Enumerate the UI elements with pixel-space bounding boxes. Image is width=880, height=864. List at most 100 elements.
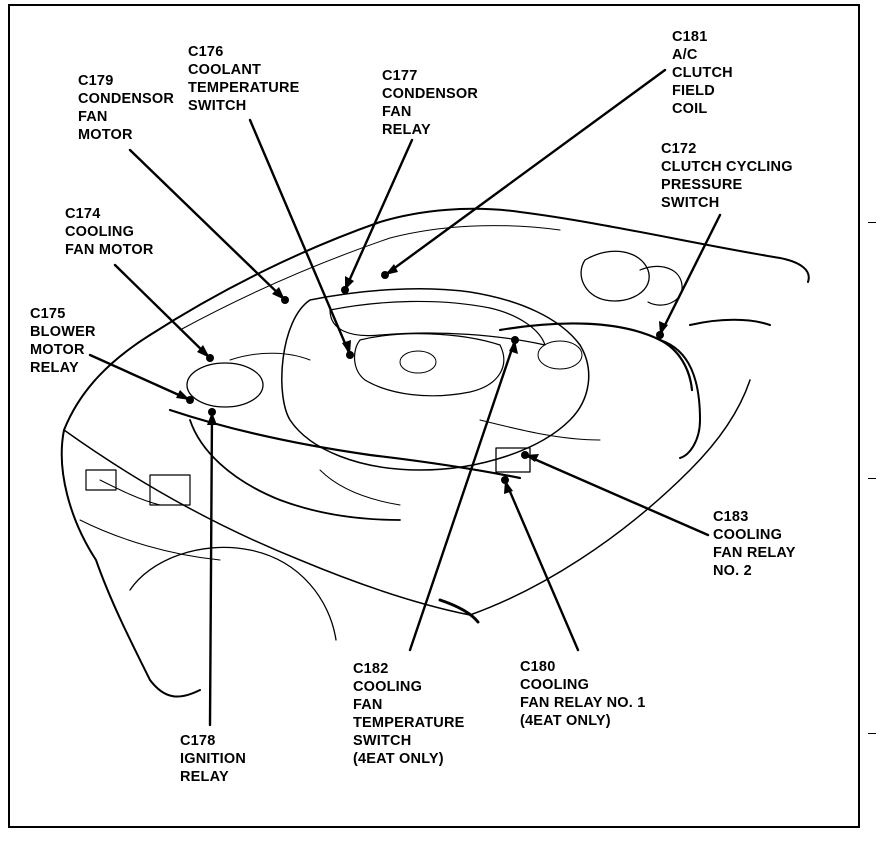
intake-plenum	[354, 333, 505, 397]
callout-c177-line-3: FAN	[382, 104, 412, 120]
cowl-line	[469, 379, 751, 616]
callout-c175-line-3: MOTOR	[30, 342, 85, 358]
callout-c182-line-5: SWITCH	[353, 733, 412, 749]
engine-block	[281, 287, 590, 471]
diagram-frame	[8, 4, 860, 828]
wiring-harness-front	[168, 408, 522, 480]
leader-c181	[383, 68, 667, 277]
hood-inner-line	[179, 225, 561, 331]
callout-c181-line-3: CLUTCH	[672, 65, 733, 81]
callout-c183-line-3: FAN RELAY	[713, 545, 796, 561]
arrowheads	[176, 264, 668, 494]
callout-c175-line-1: C175	[30, 306, 66, 322]
callout-c180-line-2: COOLING	[520, 677, 590, 693]
reservoir	[639, 265, 683, 306]
leader-c176	[248, 118, 352, 357]
margin-tick	[868, 478, 876, 479]
callout-c174: C174 COOLING FAN MOTOR	[65, 205, 154, 259]
wiring-harness-left	[189, 419, 401, 521]
callout-c172-line-4: SWITCH	[661, 195, 720, 211]
callout-c178-line-3: RELAY	[180, 769, 229, 785]
margin-tick	[868, 733, 876, 734]
callout-c182-line-4: TEMPERATURE	[353, 715, 465, 731]
callout-c182: C182 COOLING FAN TEMPERATURE SWITCH (4EA…	[353, 660, 465, 768]
leader-c182	[408, 338, 517, 652]
callout-c180: C180 COOLING FAN RELAY NO. 1 (4EAT ONLY)	[520, 658, 645, 730]
callout-c182-line-2: COOLING	[353, 679, 423, 695]
leader-c183	[523, 453, 710, 537]
callout-c183-line-2: COOLING	[713, 527, 783, 543]
detail-line-3	[479, 419, 601, 441]
callout-c175-line-4: RELAY	[30, 360, 79, 376]
air-cleaner	[186, 362, 264, 408]
leader-c174	[113, 263, 212, 360]
callout-c178-line-1: C178	[180, 733, 216, 749]
leader-c180	[503, 478, 580, 652]
callout-c180-line-3: FAN RELAY NO. 1	[520, 695, 646, 711]
margin-tick	[868, 222, 876, 223]
callout-c179-line-3: FAN	[78, 109, 108, 125]
wiring-harness-right	[498, 322, 694, 392]
callout-c180-line-4: (4EAT ONLY)	[520, 713, 611, 729]
callout-c174-line-2: COOLING	[65, 224, 135, 240]
pipe-right	[689, 318, 771, 326]
headlight	[85, 469, 117, 491]
leader-lines	[88, 68, 722, 727]
callout-c177: C177 CONDENSOR FAN RELAY	[382, 67, 478, 139]
callout-c183-line-1: C183	[713, 509, 749, 525]
callout-c181-line-2: A/C	[672, 47, 698, 63]
callout-c181-line-1: C181	[672, 29, 708, 45]
callout-c179-line-4: MOTOR	[78, 127, 133, 143]
callout-c181-line-5: COIL	[672, 101, 708, 117]
callout-c177-line-4: RELAY	[382, 122, 431, 138]
detail-line-2	[319, 469, 401, 506]
callout-c172: C172 CLUTCH CYCLING PRESSURE SWITCH	[661, 140, 793, 212]
callout-c172-line-1: C172	[661, 141, 697, 157]
detail-line-4	[99, 479, 161, 506]
battery	[149, 474, 191, 506]
callout-c183-line-4: NO. 2	[713, 563, 752, 579]
wheel-arch	[129, 546, 337, 641]
strut-tower	[580, 250, 650, 302]
heater-hose	[659, 339, 701, 459]
hood-outline	[149, 207, 810, 336]
callout-c179-line-1: C179	[78, 73, 114, 89]
callout-c172-line-2: CLUTCH CYCLING	[661, 159, 793, 175]
radiator-cap	[537, 340, 583, 370]
leader-c177	[343, 138, 414, 292]
throttle-body	[399, 350, 437, 374]
callout-c181-line-4: FIELD	[672, 83, 715, 99]
callout-c176-line-1: C176	[188, 44, 224, 60]
detail-line-1	[229, 352, 311, 361]
leader-c179	[128, 148, 287, 302]
callout-c175-line-2: BLOWER	[30, 324, 96, 340]
callout-c178: C178 IGNITION RELAY	[180, 732, 246, 786]
hose-lower	[438, 598, 480, 624]
relay-box	[495, 447, 531, 473]
leader-c175	[88, 353, 192, 402]
callout-c178-line-2: IGNITION	[180, 751, 247, 767]
callout-c174-line-1: C174	[65, 206, 101, 222]
callout-c177-line-1: C177	[382, 68, 418, 84]
leader-c178	[208, 410, 214, 727]
callout-c174-line-3: FAN MOTOR	[65, 242, 154, 258]
callout-c180-line-1: C180	[520, 659, 556, 675]
callout-c182-line-3: FAN	[353, 697, 383, 713]
front-fender-outline	[60, 334, 201, 698]
bumper-line	[79, 519, 221, 561]
connector-markers	[186, 271, 664, 484]
callout-c176: C176 COOLANT TEMPERATURE SWITCH	[188, 43, 300, 115]
callout-c179: C179 CONDENSOR FAN MOTOR	[78, 72, 174, 144]
callout-c176-line-4: SWITCH	[188, 98, 247, 114]
callout-c175: C175 BLOWER MOTOR RELAY	[30, 305, 96, 377]
callout-c182-line-1: C182	[353, 661, 389, 677]
callout-c183: C183 COOLING FAN RELAY NO. 2	[713, 508, 796, 580]
callout-c176-line-3: TEMPERATURE	[188, 80, 300, 96]
callout-c181: C181 A/C CLUTCH FIELD COIL	[672, 28, 733, 118]
callout-c182-line-6: (4EAT ONLY)	[353, 751, 444, 767]
leader-c172	[658, 213, 722, 337]
callout-c177-line-2: CONDENSOR	[382, 86, 479, 102]
lower-body-line	[63, 429, 471, 616]
callout-c179-line-2: CONDENSOR	[78, 91, 175, 107]
